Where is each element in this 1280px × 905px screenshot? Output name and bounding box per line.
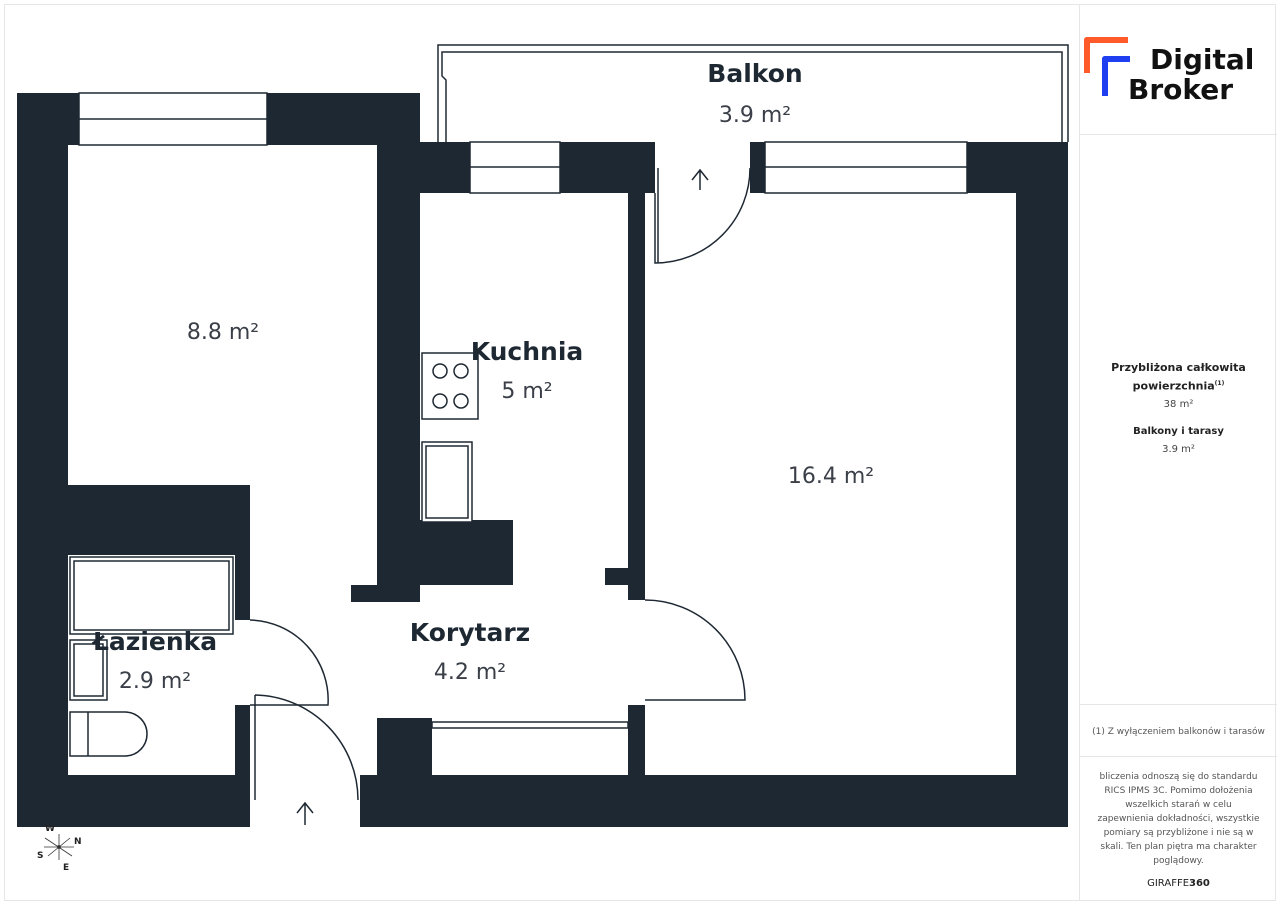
walls xyxy=(17,93,1068,827)
windows xyxy=(78,92,968,729)
balkon-area: 3.9 m² xyxy=(719,103,791,128)
living-area: 16.4 m² xyxy=(788,464,874,489)
info-panel: Digital Broker Przybliżona całkowita pow… xyxy=(1079,4,1277,901)
lazienka-name: Łazienka xyxy=(91,627,217,656)
footnote-section: (1) Z wyłączeniem balkonów i tarasów xyxy=(1080,704,1277,757)
balcony-label: Balkony i tarasy xyxy=(1133,425,1224,437)
floor-plan: Balkon 3.9 m² 8.8 m² Kuchnia 5 m² 16.4 m… xyxy=(17,44,1069,873)
balcony-outline xyxy=(437,44,1069,142)
total-area-value: 38 m² xyxy=(1163,398,1194,410)
compass-w: W xyxy=(45,824,55,834)
logo-line2: Broker xyxy=(1128,73,1234,106)
giraffe360-brand: GIRAFFE360 xyxy=(1147,878,1210,889)
balcony-value: 3.9 m² xyxy=(1162,443,1195,455)
korytarz-area: 4.2 m² xyxy=(434,660,506,685)
fixtures xyxy=(69,352,479,757)
logo-orange-mark xyxy=(1084,37,1128,73)
disclaimer: bliczenia odnoszą się do standardu RICS … xyxy=(1097,772,1260,866)
lazienka-area: 2.9 m² xyxy=(119,669,191,694)
footnote-marker: (1) xyxy=(1214,380,1225,387)
doors xyxy=(249,167,751,825)
compass-n: N xyxy=(74,837,82,847)
compass-icon xyxy=(44,834,74,860)
compass-s: S xyxy=(37,851,43,861)
total-area-label: Przybliżona całkowita powierzchnia(1) xyxy=(1111,361,1246,393)
compass-e: E xyxy=(63,863,69,873)
korytarz-name: Korytarz xyxy=(410,618,530,647)
logo-line1: Digital xyxy=(1150,43,1255,76)
balkon-name: Balkon xyxy=(707,59,802,88)
disclaimer-section: bliczenia odnoszą się do standardu RICS … xyxy=(1080,756,1277,901)
stove xyxy=(421,352,479,420)
page-frame xyxy=(4,4,1276,901)
summary-section: Przybliżona całkowita powierzchnia(1) 38… xyxy=(1080,134,1277,705)
toilet xyxy=(69,711,148,757)
kuchnia-name: Kuchnia xyxy=(471,337,584,366)
logo-blue-mark xyxy=(1102,56,1130,96)
kuchnia-area: 5 m² xyxy=(501,379,552,404)
bedroom-area: 8.8 m² xyxy=(187,320,259,345)
logo: Digital Broker xyxy=(1080,4,1277,135)
footnote: (1) Z wyłączeniem balkonów i tarasów xyxy=(1092,727,1265,737)
